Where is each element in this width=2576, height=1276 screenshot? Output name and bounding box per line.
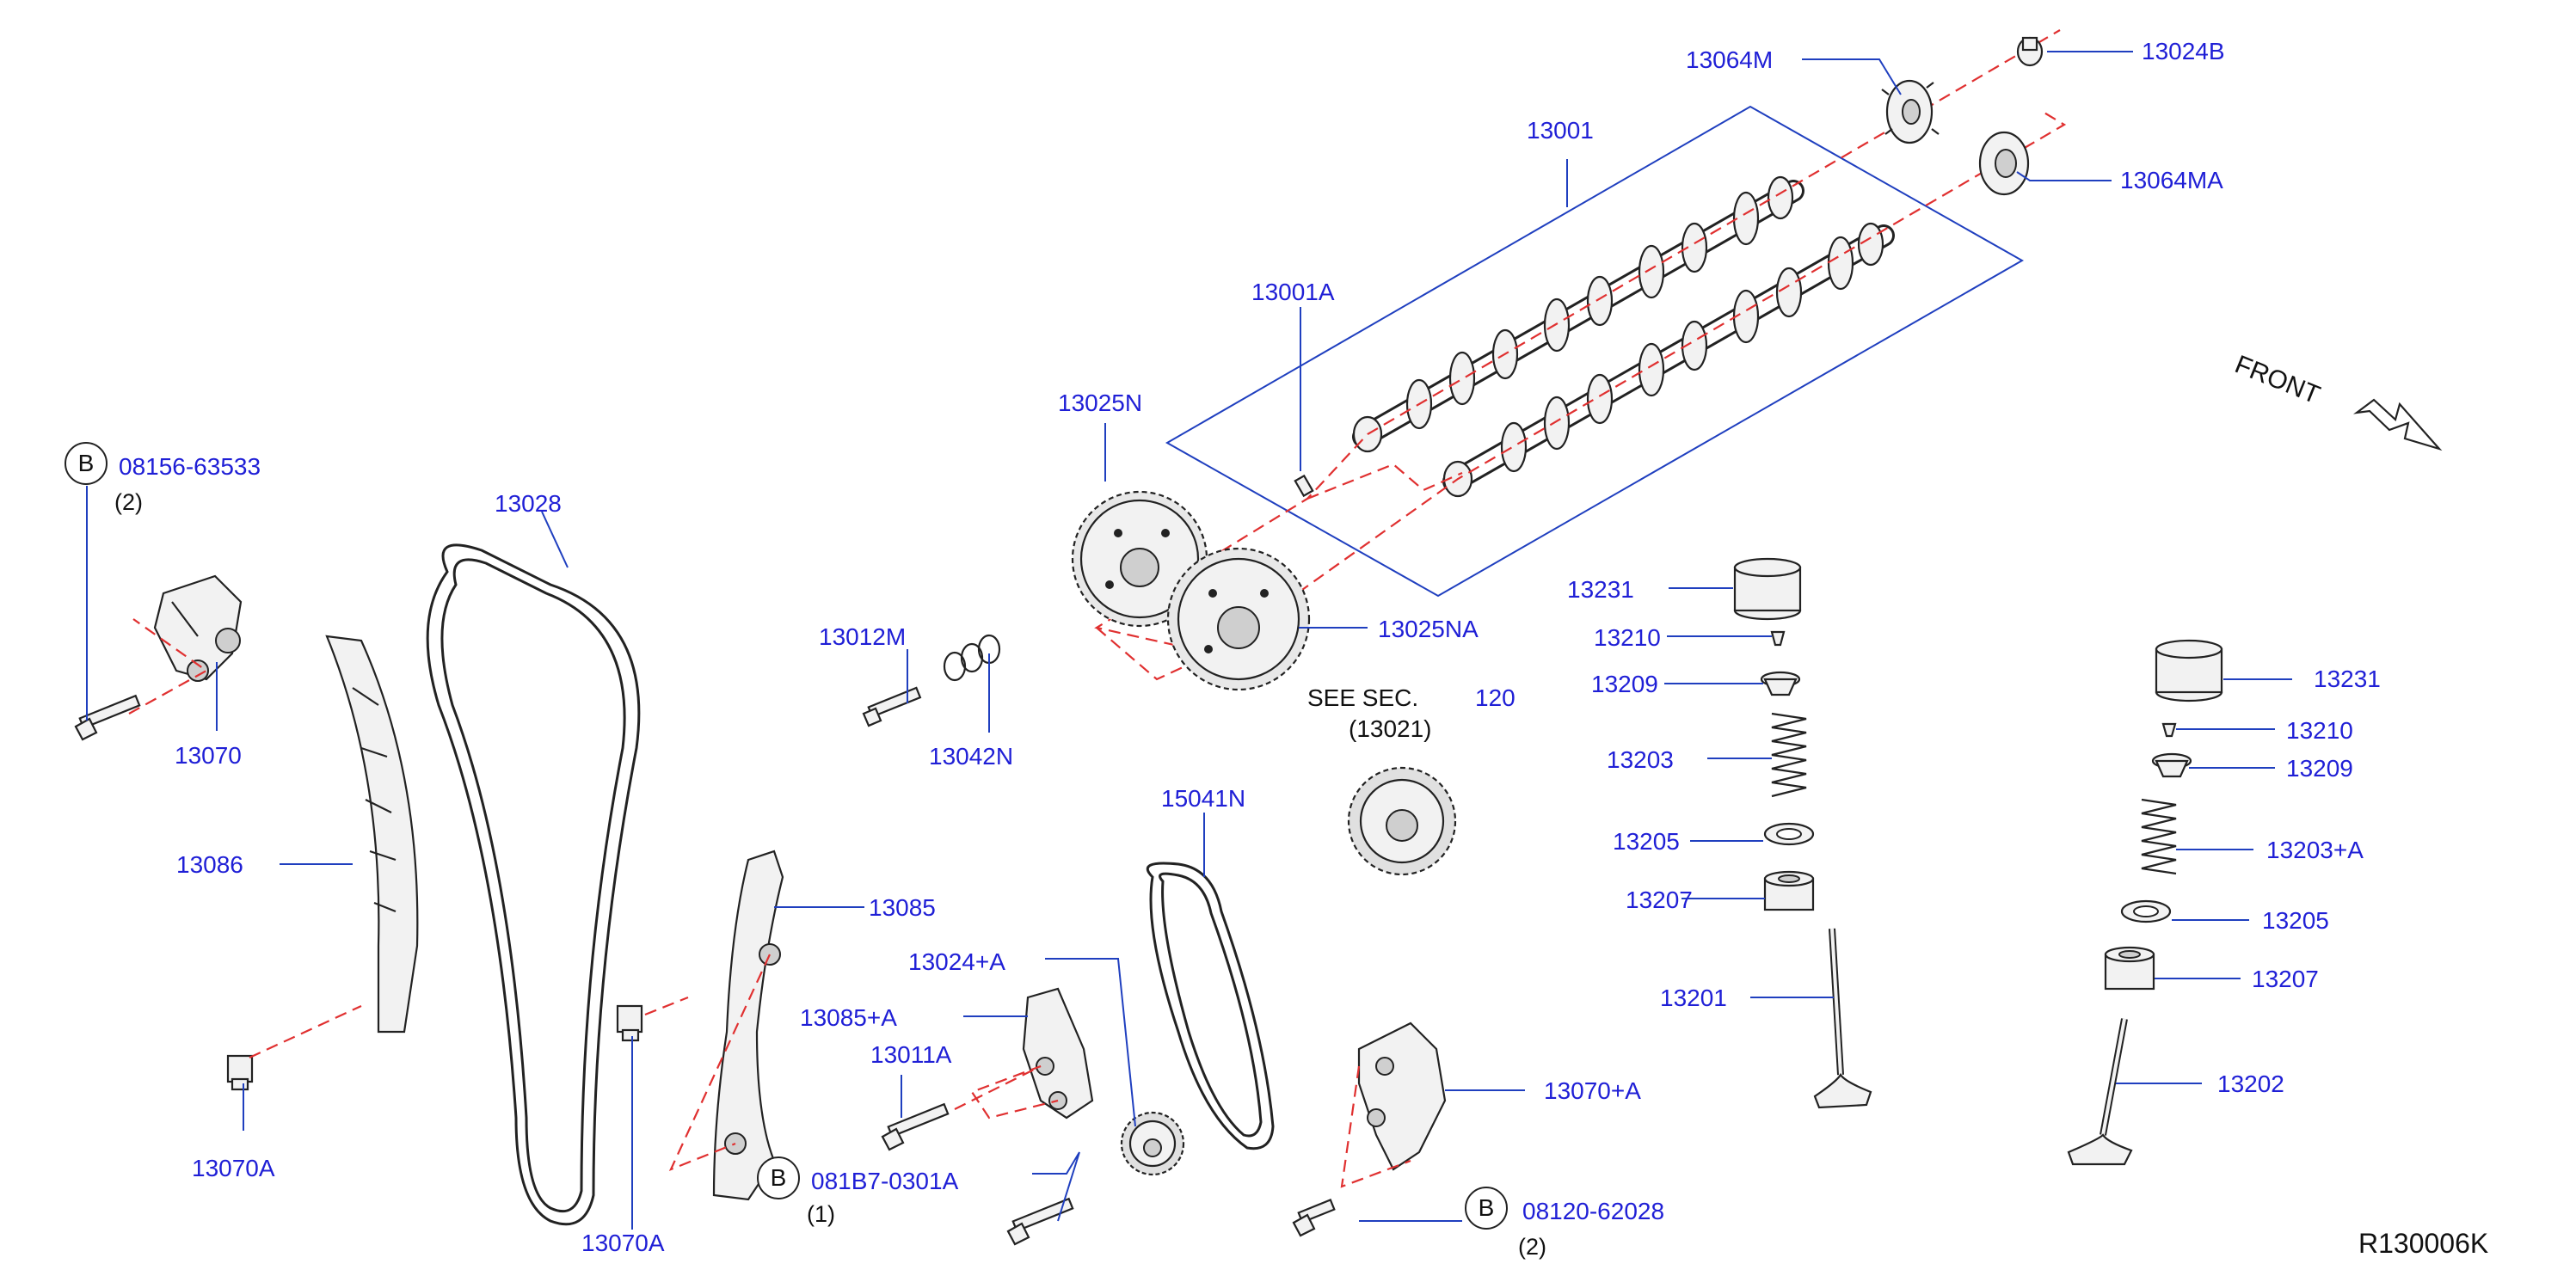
label-13011A: 13011A: [870, 1041, 952, 1068]
label-13201: 13201: [1660, 985, 1727, 1011]
label-13202: 13202: [2217, 1070, 2284, 1097]
bolt-ref-qty-2: (1): [807, 1201, 835, 1227]
label-13085A: 13085+A: [800, 1004, 897, 1031]
label-13231-right: 13231: [2314, 666, 2381, 692]
tensioner-arm-13085A: [1022, 987, 1094, 1120]
label-13210-right: 13210: [2286, 717, 2353, 744]
see-sec-number: 120: [1475, 684, 1515, 711]
bolt-ref-part-2: 081B7-0301A: [811, 1168, 959, 1194]
bolt-ref-qty-3: (2): [1518, 1234, 1546, 1260]
oil-pump-chain-15041N: [1146, 862, 1275, 1150]
camshaft-centerlines: [1094, 29, 2067, 681]
sprocket-13064M: [1881, 79, 1940, 144]
label-13070A-left: 13070A: [192, 1155, 275, 1181]
front-arrow-icon: [2352, 398, 2443, 451]
cam-sprocket-13025NA: [1166, 547, 1311, 691]
label-13024A: 13024+A: [908, 948, 1005, 975]
label-13205-right: 13205: [2262, 907, 2329, 934]
label-13205-left: 13205: [1613, 828, 1680, 855]
valve-seal-13207-right: [2104, 946, 2155, 991]
tensioner-13070PA: [1357, 1021, 1447, 1171]
crank-sprocket-13021: [1347, 766, 1457, 876]
label-13001A: 13001A: [1251, 279, 1335, 305]
valve-spring-13203-left: [1771, 712, 1807, 798]
see-sec-part: (13021): [1349, 715, 1432, 742]
chain-guide-13086: [325, 635, 419, 1034]
valve-spring-13203A-right: [2141, 798, 2177, 875]
label-13070: 13070: [175, 742, 242, 769]
label-13209-right: 13209: [2286, 755, 2353, 782]
intake-valve-13201: [1813, 928, 1872, 1109]
label-13012M: 13012M: [819, 623, 907, 650]
bolt-ref-qty-1: (2): [114, 489, 143, 515]
bolt-ref-part-3: 08120-62028: [1522, 1198, 1665, 1224]
cam-sprocket-13025N: [1071, 490, 1208, 628]
bolt-08120-62028: [1292, 1065, 1411, 1237]
valve-seal-13207-left: [1763, 870, 1815, 911]
leader-lines: [216, 51, 2292, 1230]
label-13024B: 13024B: [2142, 38, 2225, 64]
valve-retainer-13209-right: [2151, 752, 2192, 778]
valve-seat-13205-left: [1763, 822, 1815, 846]
label-13070A-mid: 13070A: [581, 1230, 665, 1256]
label-13207-left: 13207: [1626, 886, 1693, 913]
bolt-13070A-mid: [616, 954, 771, 1172]
valve-seat-13205-right: [2120, 899, 2172, 923]
bolt-13070A-left: [226, 1005, 362, 1091]
bolt-13012M: [862, 686, 922, 727]
label-13070PA: 13070+A: [1544, 1077, 1641, 1104]
bolt-08156-63533: [74, 618, 209, 741]
see-sec-text: SEE SEC.: [1307, 684, 1419, 711]
label-15041N: 15041N: [1161, 785, 1246, 812]
tensioner-13070: [153, 574, 243, 682]
label-13064M: 13064M: [1686, 46, 1774, 73]
bolt-13011A: [881, 1064, 1059, 1151]
label-13042N: 13042N: [929, 743, 1014, 770]
label-13025N: 13025N: [1058, 390, 1143, 416]
valve-cotter-13210-left: [1770, 630, 1786, 647]
label-13086: 13086: [176, 851, 243, 878]
diagram-id: R130006K: [2358, 1228, 2489, 1259]
plug-13024B: [2016, 36, 2044, 67]
label-13210-left: 13210: [1594, 624, 1661, 651]
camshaft-bracket-outline: [1165, 105, 2025, 598]
bolt-ref-circle-2: B: [757, 1156, 800, 1199]
bolt-ref-circle-1: B: [65, 442, 108, 485]
label-13085: 13085: [869, 894, 936, 921]
label-13231-left: 13231: [1567, 576, 1634, 603]
timing-chain-13028: [426, 543, 641, 1226]
exhaust-valve-13202: [2067, 1018, 2133, 1166]
bolt-081B7-0301A: [1006, 1197, 1074, 1246]
label-13207-right: 13207: [2252, 966, 2319, 992]
label-13064MA: 13064MA: [2120, 167, 2223, 193]
seal-rings-13042N: [943, 634, 1001, 682]
label-13028: 13028: [495, 490, 562, 517]
label-13209-left: 13209: [1591, 671, 1658, 697]
label-13001: 13001: [1527, 117, 1594, 144]
valve-retainer-13209-left: [1760, 671, 1801, 696]
valve-lifter-13231-left: [1733, 557, 1802, 621]
dowel-13001A: [1294, 474, 1314, 498]
bolt-ref-circle-3: B: [1465, 1187, 1508, 1230]
plate-13064MA: [1978, 131, 2030, 196]
label-13025NA: 13025NA: [1378, 616, 1479, 642]
label-13203-left: 13203: [1607, 746, 1674, 773]
valve-cotter-13210-right: [2161, 722, 2177, 738]
idler-sprocket-13024A: [1120, 1111, 1185, 1176]
bolt-ref-part-1: 08156-63533: [119, 453, 261, 480]
valve-lifter-13231-right: [2155, 639, 2223, 702]
label-13203A: 13203+A: [2266, 837, 2364, 863]
